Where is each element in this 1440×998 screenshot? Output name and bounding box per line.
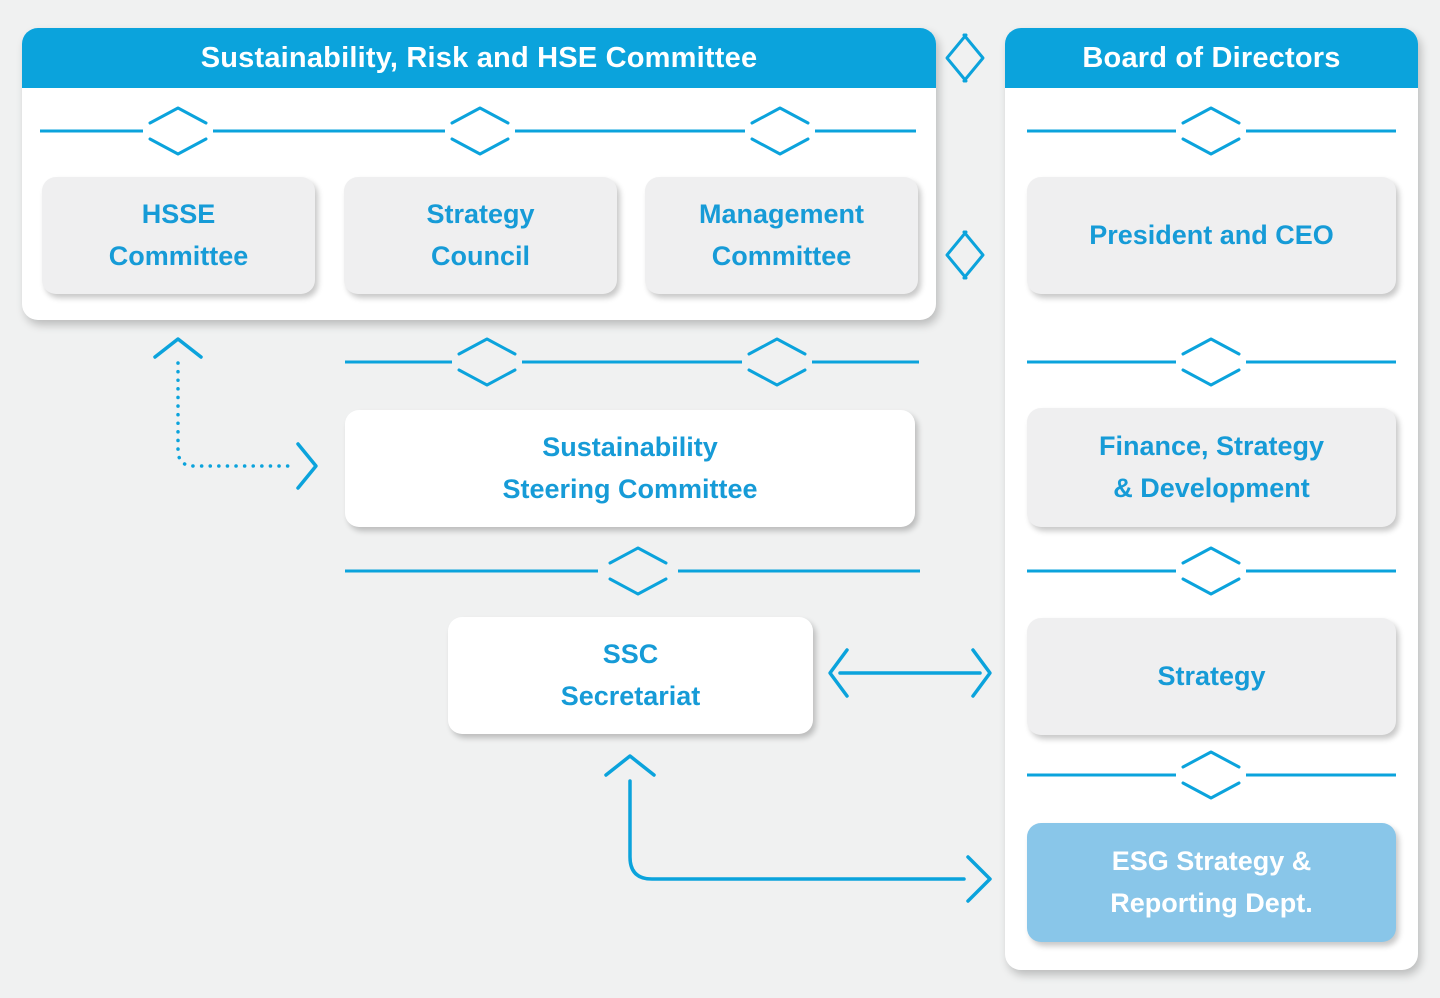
node-president-ceo: President and CEO (1027, 177, 1396, 294)
panel-link-diamond-top (945, 33, 985, 83)
node-management-committee: Management Committee (645, 177, 918, 294)
left-panel-title: Sustainability, Risk and HSE Committee (200, 41, 758, 74)
sustainability-risk-hse-panel: Sustainability, Risk and HSE Committee H… (22, 28, 936, 320)
node-strategy: Strategy (1027, 618, 1396, 735)
double-arrow-secretariat-strategy (828, 648, 992, 698)
node-strategy-council: Strategy Council (344, 177, 617, 294)
node-hsse-committee: HSSE Committee (42, 177, 315, 294)
diamond-connector-steering-left (457, 337, 517, 387)
node-finance-strategy-development: Finance, Strategy & Development (1027, 408, 1396, 527)
panel-link-diamond-ceo (945, 230, 985, 280)
dotted-arrow-hsse-to-steering (153, 337, 318, 490)
right-panel-header: Board of Directors (1005, 28, 1418, 88)
elbow-arrow-secretariat-esg (604, 754, 992, 903)
node-esg-strategy-reporting: ESG Strategy & Reporting Dept. (1027, 823, 1396, 942)
diamond-connector-secretariat (608, 546, 668, 596)
node-ssc-secretariat: SSC Secretariat (448, 617, 813, 734)
left-panel-header: Sustainability, Risk and HSE Committee (22, 28, 936, 88)
diamond-connector-steering-right (747, 337, 807, 387)
node-sustainability-steering-committee: Sustainability Steering Committee (345, 410, 915, 527)
board-of-directors-panel: Board of Directors President and CEO Fin… (1005, 28, 1418, 970)
right-panel-title: Board of Directors (1082, 41, 1341, 74)
